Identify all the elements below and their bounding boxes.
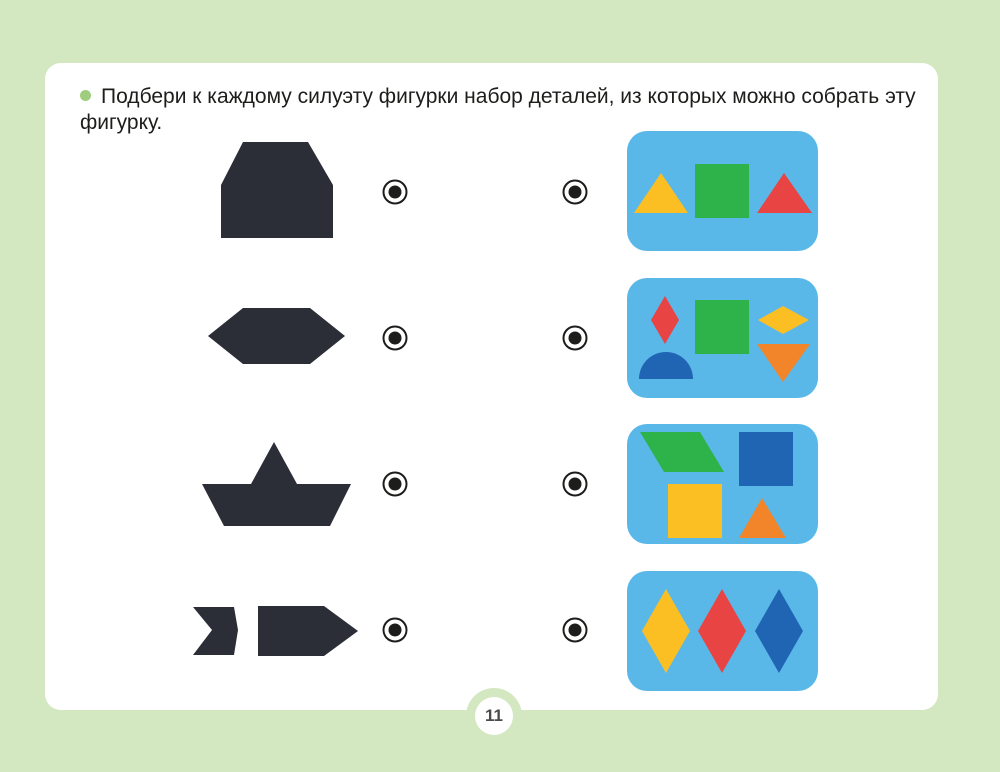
yellow-triangle-piece — [634, 173, 688, 213]
piece-set-4[interactable] — [627, 571, 818, 691]
blue-semicircle-piece — [639, 352, 693, 379]
blue-rhombus-piece — [755, 589, 803, 673]
piece-set-1[interactable] — [627, 131, 818, 251]
red-rhombus-piece — [651, 296, 679, 344]
instruction-label: Подбери к каждому силуэту фигурки набор … — [80, 85, 916, 134]
blue-square-piece — [739, 432, 793, 486]
orange-triangle-piece — [757, 344, 810, 382]
left-dot-4[interactable] — [382, 617, 408, 643]
yellow-rhombus-piece — [642, 589, 690, 673]
right-dot-2[interactable] — [562, 325, 588, 351]
green-square-piece — [695, 164, 749, 218]
right-dot-3[interactable] — [562, 471, 588, 497]
left-dot-3[interactable] — [382, 471, 408, 497]
right-dot-1[interactable] — [562, 179, 588, 205]
fish-silhouette[interactable] — [190, 600, 362, 662]
piece-set-3[interactable] — [627, 424, 818, 544]
orange-triangle-piece — [739, 498, 786, 538]
instruction-text: Подбери к каждому силуэту фигурки набор … — [80, 84, 920, 136]
yellow-square-piece — [668, 484, 722, 538]
right-dot-4[interactable] — [562, 617, 588, 643]
red-triangle-piece — [757, 173, 812, 213]
green-square-piece — [695, 300, 749, 354]
left-dot-2[interactable] — [382, 325, 408, 351]
red-rhombus-piece — [698, 589, 746, 673]
green-parallelogram-piece — [640, 432, 724, 472]
boat-silhouette[interactable] — [200, 440, 354, 530]
left-dot-1[interactable] — [382, 179, 408, 205]
piece-set-2[interactable] — [627, 278, 818, 398]
hexagon-silhouette[interactable] — [205, 306, 347, 366]
house-silhouette[interactable] — [218, 140, 334, 240]
yellow-rhombus-piece — [758, 306, 809, 334]
page-number: 11 — [475, 697, 513, 735]
bullet-icon — [80, 90, 91, 101]
